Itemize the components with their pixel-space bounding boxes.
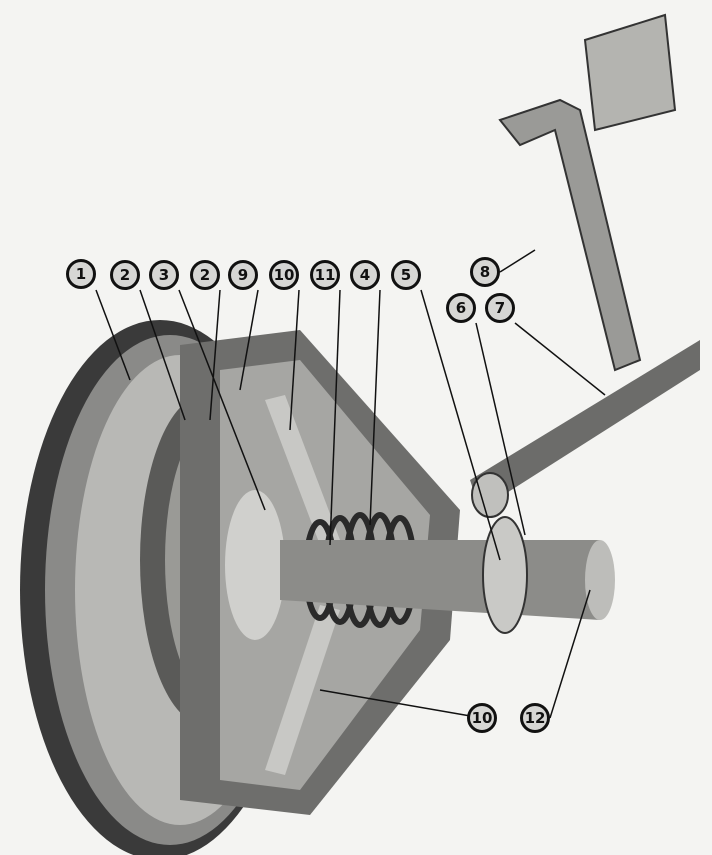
pedal-assembly: [470, 13, 700, 518]
hub: [225, 490, 285, 640]
callout-5: 5: [391, 260, 421, 290]
callout-4: 4: [350, 260, 380, 290]
callout-2b: 2: [190, 260, 220, 290]
callout-10: 10: [269, 260, 299, 290]
callout-6: 6: [446, 293, 476, 323]
callout-12: 12: [520, 703, 550, 733]
callout-2: 2: [110, 260, 140, 290]
release-levers: [265, 395, 340, 775]
callout-9: 9: [228, 260, 258, 290]
callout-8: 8: [470, 257, 500, 287]
leader-lines: [95, 249, 606, 719]
callout-11: 11: [310, 260, 340, 290]
callout-3: 3: [149, 260, 179, 290]
callout-7: 7: [485, 293, 515, 323]
shaft: [280, 516, 615, 634]
callout-10b: 10: [467, 703, 497, 733]
callout-1: 1: [66, 259, 96, 289]
